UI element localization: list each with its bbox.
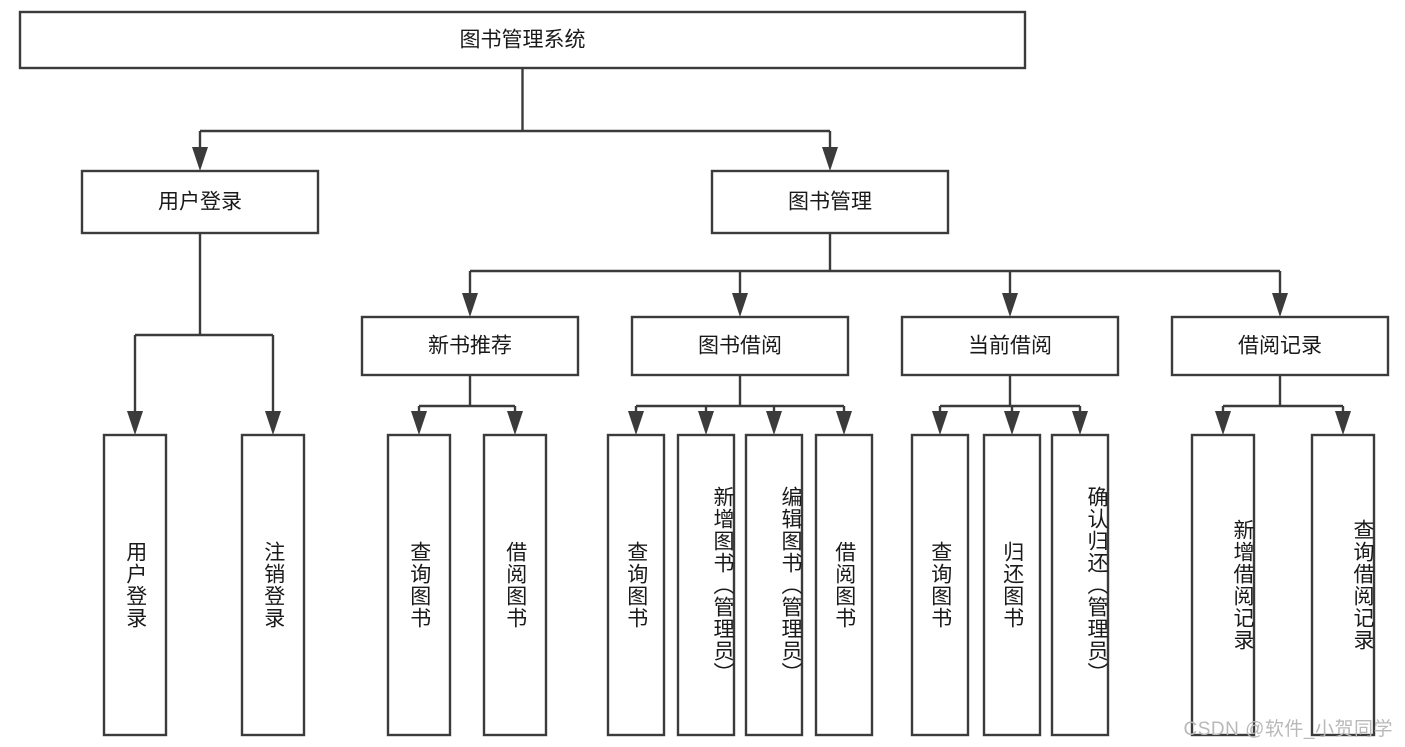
node-label-book-borrow: 图书借阅	[698, 335, 782, 358]
node-box-leaf-user-login[interactable]	[102, 433, 168, 737]
node-label-new-book-recommend: 新书推荐	[428, 335, 512, 358]
node-box-leaf-borrow-book[interactable]	[814, 433, 874, 737]
node-box-leaf-add-book-admin[interactable]	[676, 433, 736, 737]
node-box-leaf-add-borrow-record[interactable]	[1190, 433, 1256, 737]
node-box-book-management[interactable]	[710, 169, 950, 235]
arrow-head-icon-leaf-logout-login	[265, 411, 281, 435]
node-label-root: 图书管理系统	[460, 29, 586, 52]
node-box-leaf-borrow-book-recommend[interactable]	[482, 433, 548, 737]
node-box-leaf-logout-login[interactable]	[240, 433, 306, 737]
node-label-borrow-record: 借阅记录	[1238, 335, 1322, 358]
node-boxes	[18, 10, 1390, 737]
arrow-head-icon-user-login	[192, 147, 208, 171]
node-box-leaf-query-book-recommend[interactable]	[386, 433, 452, 737]
node-box-new-book-recommend[interactable]	[360, 315, 580, 377]
node-box-leaf-return-book[interactable]	[982, 433, 1042, 737]
watermark-text: CSDN @软件_小贺同学	[1183, 719, 1393, 740]
node-label-current-borrow: 当前借阅	[968, 335, 1052, 358]
node-box-leaf-query-book-current[interactable]	[910, 433, 970, 737]
arrow-head-icon-leaf-add-borrow-record	[1215, 411, 1231, 435]
arrow-head-icon-borrow-record	[1272, 293, 1288, 317]
node-box-current-borrow[interactable]	[900, 315, 1120, 377]
arrow-head-icon-book-management	[822, 147, 838, 171]
node-box-leaf-query-borrow-record[interactable]	[1310, 433, 1376, 737]
arrow-head-icon-current-borrow	[1002, 293, 1018, 317]
arrow-head-icon-leaf-borrow-book	[836, 411, 852, 435]
arrow-head-icon-leaf-borrow-book-recommend	[507, 411, 523, 435]
arrow-head-icon-leaf-return-book	[1004, 411, 1020, 435]
arrow-head-icon-new-book-recommend	[462, 293, 478, 317]
node-box-leaf-query-book-borrow[interactable]	[606, 433, 666, 737]
arrow-head-icon-book-borrow	[732, 293, 748, 317]
arrow-head-icon-leaf-query-borrow-record	[1335, 411, 1351, 435]
node-box-leaf-confirm-return-admin[interactable]	[1050, 433, 1110, 737]
node-box-borrow-record[interactable]	[1170, 315, 1390, 377]
node-label-user-login: 用户登录	[158, 191, 242, 214]
connector-lines	[127, 68, 1351, 435]
arrow-head-icon-leaf-query-book-recommend	[411, 411, 427, 435]
arrow-head-icon-leaf-user-login	[127, 411, 143, 435]
node-box-leaf-edit-book-admin[interactable]	[744, 433, 804, 737]
arrow-head-icon-leaf-query-book-borrow	[628, 411, 644, 435]
node-box-book-borrow[interactable]	[630, 315, 850, 377]
node-box-root[interactable]	[18, 10, 1027, 70]
arrow-head-icon-leaf-confirm-return-admin	[1072, 411, 1088, 435]
node-box-user-login[interactable]	[80, 169, 320, 235]
arrow-head-icon-leaf-edit-book-admin	[766, 411, 782, 435]
arrow-head-icon-leaf-query-book-current	[932, 411, 948, 435]
arrow-head-icon-leaf-add-book-admin	[698, 411, 714, 435]
node-label-book-management: 图书管理	[788, 191, 872, 214]
